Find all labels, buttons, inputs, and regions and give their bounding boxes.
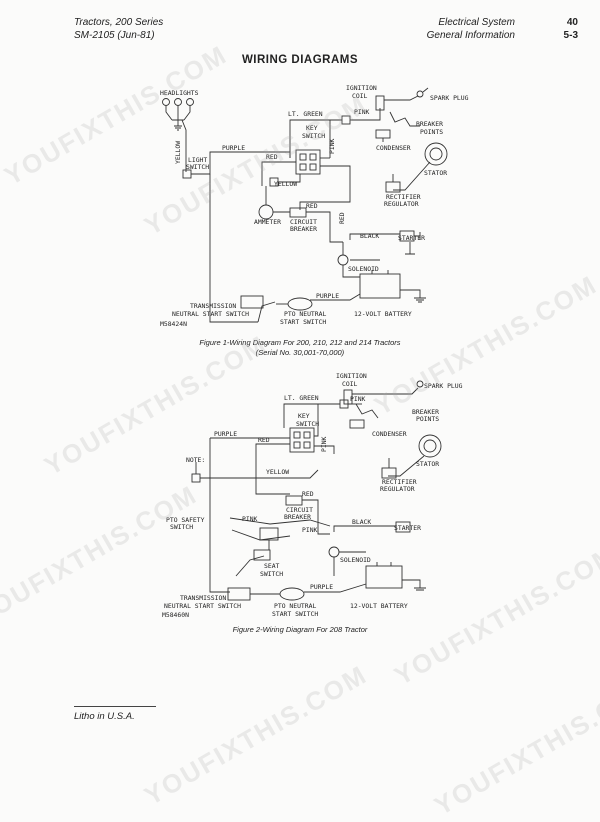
watermark: YOUFIXTHIS.COM (429, 669, 600, 822)
f2-breaker-label: BREAKER (412, 408, 439, 416)
f2-pto-safety-label: PTO SAFETY (166, 516, 205, 524)
f1-starter-label: STARTER (398, 234, 425, 242)
f2-black-label: BLACK (352, 518, 371, 526)
f1-pink-label: PINK (354, 108, 370, 116)
f2-points-label: POINTS (416, 415, 439, 423)
f1-red2-label: RED (306, 202, 318, 210)
f1-black-label: BLACK (360, 232, 379, 240)
f1-breaker2-label: BREAKER (290, 225, 317, 233)
f2-solenoid-label: SOLENOID (340, 556, 371, 564)
f2-pink-label: PINK (350, 395, 366, 403)
f1-pink-vertical-label: PINK (328, 138, 336, 154)
f1-code-label: M58424N (160, 320, 187, 328)
figure-1-title: Figure 1-Wiring Diagram For 200, 210, 21… (199, 338, 401, 347)
subsection-title: General Information (426, 30, 515, 41)
section-title: Electrical System (438, 17, 515, 28)
header-right: Electrical System General Information (427, 16, 515, 42)
f2-lt-green-label: LT. GREEN (284, 394, 319, 402)
f2-purple-label: PURPLE (214, 430, 237, 438)
f2-red2-label: RED (302, 490, 314, 498)
page-number: 5-3 (563, 30, 578, 41)
figure-1-serial: (Serial No. 30,001-70,000) (255, 348, 345, 357)
figure-2-caption: Figure 2-Wiring Diagram For 208 Tractor (232, 625, 368, 634)
f2-transmission-label: TRANSMISSION (180, 594, 226, 602)
f2-circuit-label: CIRCUIT (286, 506, 313, 514)
f1-points-label: POINTS (420, 128, 443, 136)
f1-switch-label: SWITCH (302, 132, 325, 140)
f1-pto2-label: START SWITCH (280, 318, 326, 326)
f1-purple2-label: PURPLE (316, 292, 339, 300)
f1-rectifier-label: RECTIFIER (386, 193, 421, 201)
f2-condenser-label: CONDENSER (372, 430, 407, 438)
f1-condenser-label: CONDENSER (376, 144, 411, 152)
f2-regulator-label: REGULATOR (380, 485, 415, 493)
f1-breaker-label: BREAKER (416, 120, 443, 128)
f2-code-label: M58460N (162, 611, 189, 619)
f2-battery-label: 12-VOLT BATTERY (350, 602, 408, 610)
f2-pink3-label: PINK (302, 526, 318, 534)
f1-battery-label: 12-VOLT BATTERY (354, 310, 412, 318)
f2-pink-vertical-label: PINK (320, 436, 328, 452)
f1-light-label: LIGHT (188, 156, 207, 164)
f1-coil-label: COIL (352, 92, 368, 100)
f2-switch-label: SWITCH (296, 420, 319, 428)
f2-yellow-label: YELLOW (266, 468, 289, 476)
header-left: Tractors, 200 Series SM-2105 (Jun-81) (74, 16, 163, 42)
page-numbers: 40 5-3 (564, 16, 578, 42)
f1-yellow-label: YELLOW (274, 180, 297, 188)
f2-note-label: NOTE: (186, 456, 205, 464)
manual-number: SM-2105 (Jun-81) (74, 30, 155, 41)
f1-purple-label: PURPLE (222, 144, 245, 152)
f2-neutral-label: NEUTRAL START SWITCH (164, 602, 241, 610)
f1-solenoid-label: SOLENOID (348, 265, 379, 273)
f2-pink2-label: PINK (242, 515, 258, 523)
f2-rectifier-label: RECTIFIER (382, 478, 417, 486)
f2-spark-plug-label: SPARK PLUG (424, 382, 463, 390)
f1-stator-label: STATOR (424, 169, 447, 177)
f2-key-label: KEY (298, 412, 310, 420)
f2-seat2-label: SWITCH (260, 570, 283, 578)
f1-light-switch-label: SWITCH (186, 163, 209, 171)
f1-ignition-label: IGNITION (346, 84, 377, 92)
f1-ammeter-label: AMMETER (254, 218, 281, 226)
f1-pto-label: PTO NEUTRAL (284, 310, 326, 318)
footer-text: Litho in U.S.A. (74, 711, 135, 722)
page-title: WIRING DIAGRAMS (241, 54, 359, 66)
f1-neutral-label: NEUTRAL START SWITCH (172, 310, 249, 318)
watermark: YOUFIXTHIS.COM (139, 659, 373, 812)
f2-pto-label: PTO NEUTRAL (274, 602, 316, 610)
f1-spark-plug-label: SPARK PLUG (430, 94, 469, 102)
f2-starter-label: STARTER (394, 524, 421, 532)
f2-purple2-label: PURPLE (310, 583, 333, 591)
figure-1-caption: Figure 1-Wiring Diagram For 200, 210, 21… (0, 338, 600, 358)
f1-red3-label: RED (338, 212, 346, 224)
f2-stator-label: STATOR (416, 460, 439, 468)
wiring-diagram-1: HEADLIGHTS IGNITION COIL LT. GREEN PINK … (160, 84, 469, 328)
f1-circuit-label: CIRCUIT (290, 218, 317, 226)
section-number: 40 (566, 17, 578, 28)
f1-red-label: RED (266, 153, 278, 161)
f1-yellow-vertical-label: YELLOW (174, 141, 182, 164)
f2-pto-safety2-label: SWITCH (170, 523, 193, 531)
f1-key-label: KEY (306, 124, 318, 132)
wiring-diagram-2: IGNITION COIL SPARK PLUG LT. GREEN PINK … (162, 372, 463, 619)
f1-headlights-label: HEADLIGHTS (160, 89, 199, 97)
f2-coil-label: COIL (342, 380, 358, 388)
f2-ignition-label: IGNITION (336, 372, 367, 380)
f2-breaker2-label: BREAKER (284, 513, 311, 521)
f2-red-label: RED (258, 436, 270, 444)
f1-transmission-label: TRANSMISSION (190, 302, 236, 310)
f2-seat-label: SEAT (264, 562, 280, 570)
f1-regulator-label: REGULATOR (384, 200, 419, 208)
f1-lt-green-label: LT. GREEN (288, 110, 323, 118)
f2-pto2-label: START SWITCH (272, 610, 318, 618)
series-title: Tractors, 200 Series (74, 17, 164, 28)
footer-rule (74, 706, 156, 707)
